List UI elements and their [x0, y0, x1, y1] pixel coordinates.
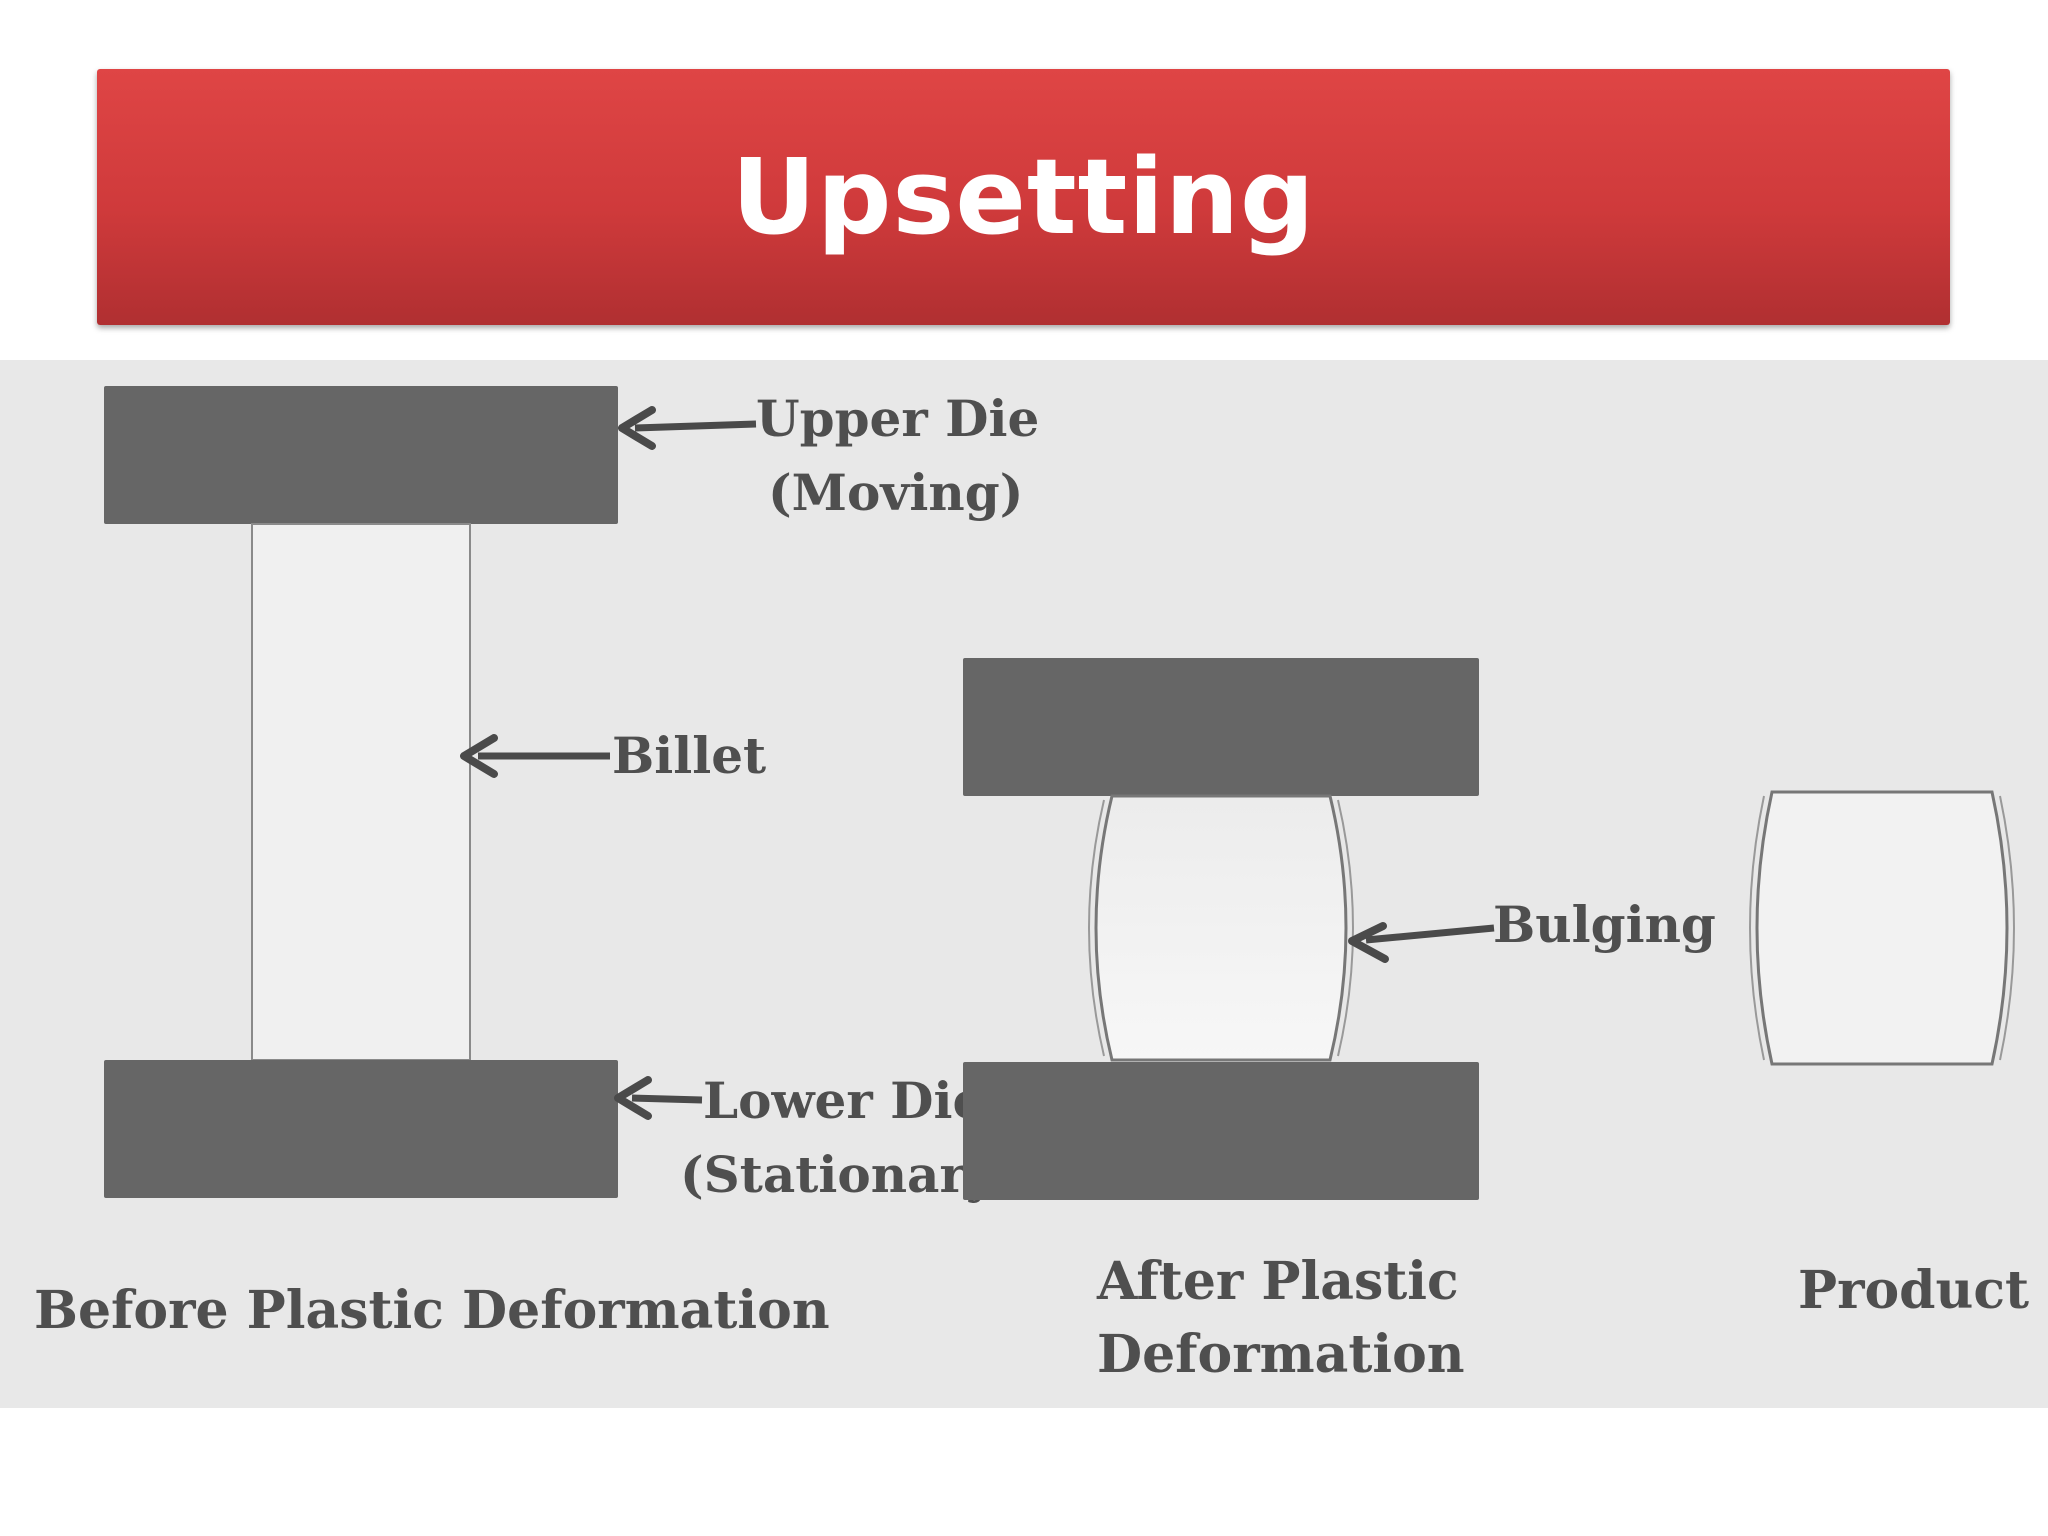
title-banner: Upsetting	[97, 69, 1950, 325]
billet-before	[251, 523, 471, 1061]
lower-die-after	[963, 1062, 1479, 1200]
lower-die-label: Lower Die	[703, 1071, 984, 1130]
upper-die-arrow	[618, 406, 757, 450]
upper-die-sublabel: (Moving)	[768, 463, 1023, 522]
upper-die-label: Upper Die	[756, 389, 1039, 448]
billet-label: Billet	[612, 726, 766, 785]
lower-die-before	[104, 1060, 618, 1198]
lower-die-sublabel: (Stationary)	[680, 1145, 1019, 1204]
after-deformation-caption-line2: Deformation	[1097, 1324, 1465, 1385]
upper-die-after	[963, 658, 1479, 796]
lower-die-arrow	[614, 1076, 703, 1120]
after-deformation-caption-line1: After Plastic	[1096, 1251, 1459, 1312]
upper-die-before	[104, 386, 618, 524]
product-shape	[1755, 790, 2009, 1066]
billet-after-bulged	[1094, 794, 1348, 1062]
product-right-edge	[1999, 795, 2015, 1061]
product-left-edge	[1749, 795, 1765, 1061]
upsetting-diagram: Upper Die (Moving) Billet Lower Die (Sta…	[0, 360, 2048, 1408]
bulge-left-edge	[1088, 799, 1105, 1057]
product-caption: Product	[1798, 1260, 2029, 1321]
diagram-canvas: Upper Die (Moving) Billet Lower Die (Sta…	[34, 386, 2029, 1385]
bulge-right-edge	[1337, 799, 1354, 1057]
bulging-label: Bulging	[1493, 895, 1716, 954]
billet-arrow	[460, 734, 610, 778]
slide-title: Upsetting	[731, 136, 1316, 258]
before-deformation-caption: Before Plastic Deformation	[34, 1280, 830, 1341]
bulging-arrow	[1348, 922, 1495, 963]
